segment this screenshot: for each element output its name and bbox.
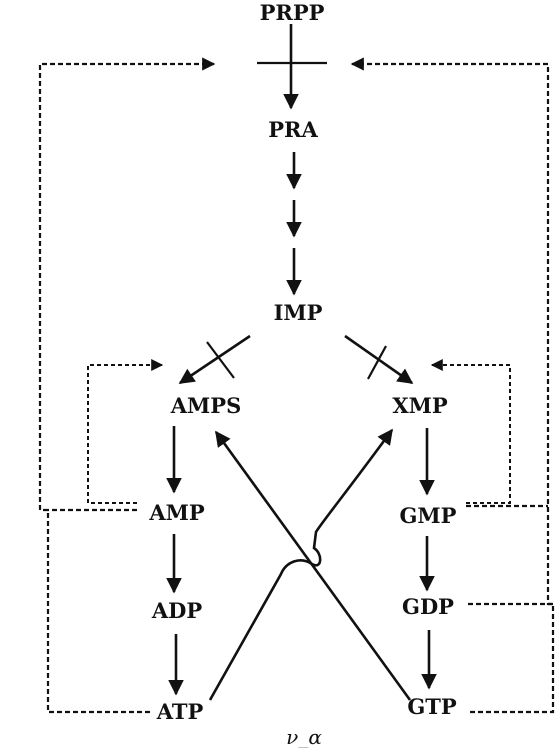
node-prpp: PRPP xyxy=(260,0,325,25)
node-gtp: GTP xyxy=(407,694,457,719)
feedback-amp-amps xyxy=(87,359,164,504)
node-xmp: XMP xyxy=(392,393,448,418)
arrow-gtp-amps xyxy=(214,430,412,701)
node-imp: IMP xyxy=(274,300,323,325)
feedback-left-outer xyxy=(38,57,216,714)
inhibition-cross-amps xyxy=(206,341,235,379)
node-amp: AMP xyxy=(148,500,205,525)
inhibition-cross-xmp xyxy=(367,345,387,380)
node-amps: AMPS xyxy=(170,393,242,418)
node-pra: PRA xyxy=(268,117,318,142)
node-adp: ADP xyxy=(151,598,203,623)
arrow-atp-xmp xyxy=(208,428,394,701)
caption-nu-alpha: ν_α xyxy=(286,725,322,748)
feedback-gmp-xmp xyxy=(430,359,511,504)
node-gdp: GDP xyxy=(402,594,454,619)
arrow-imp-amps xyxy=(178,334,251,385)
node-gmp: GMP xyxy=(400,503,457,528)
node-atp: ATP xyxy=(156,699,204,724)
